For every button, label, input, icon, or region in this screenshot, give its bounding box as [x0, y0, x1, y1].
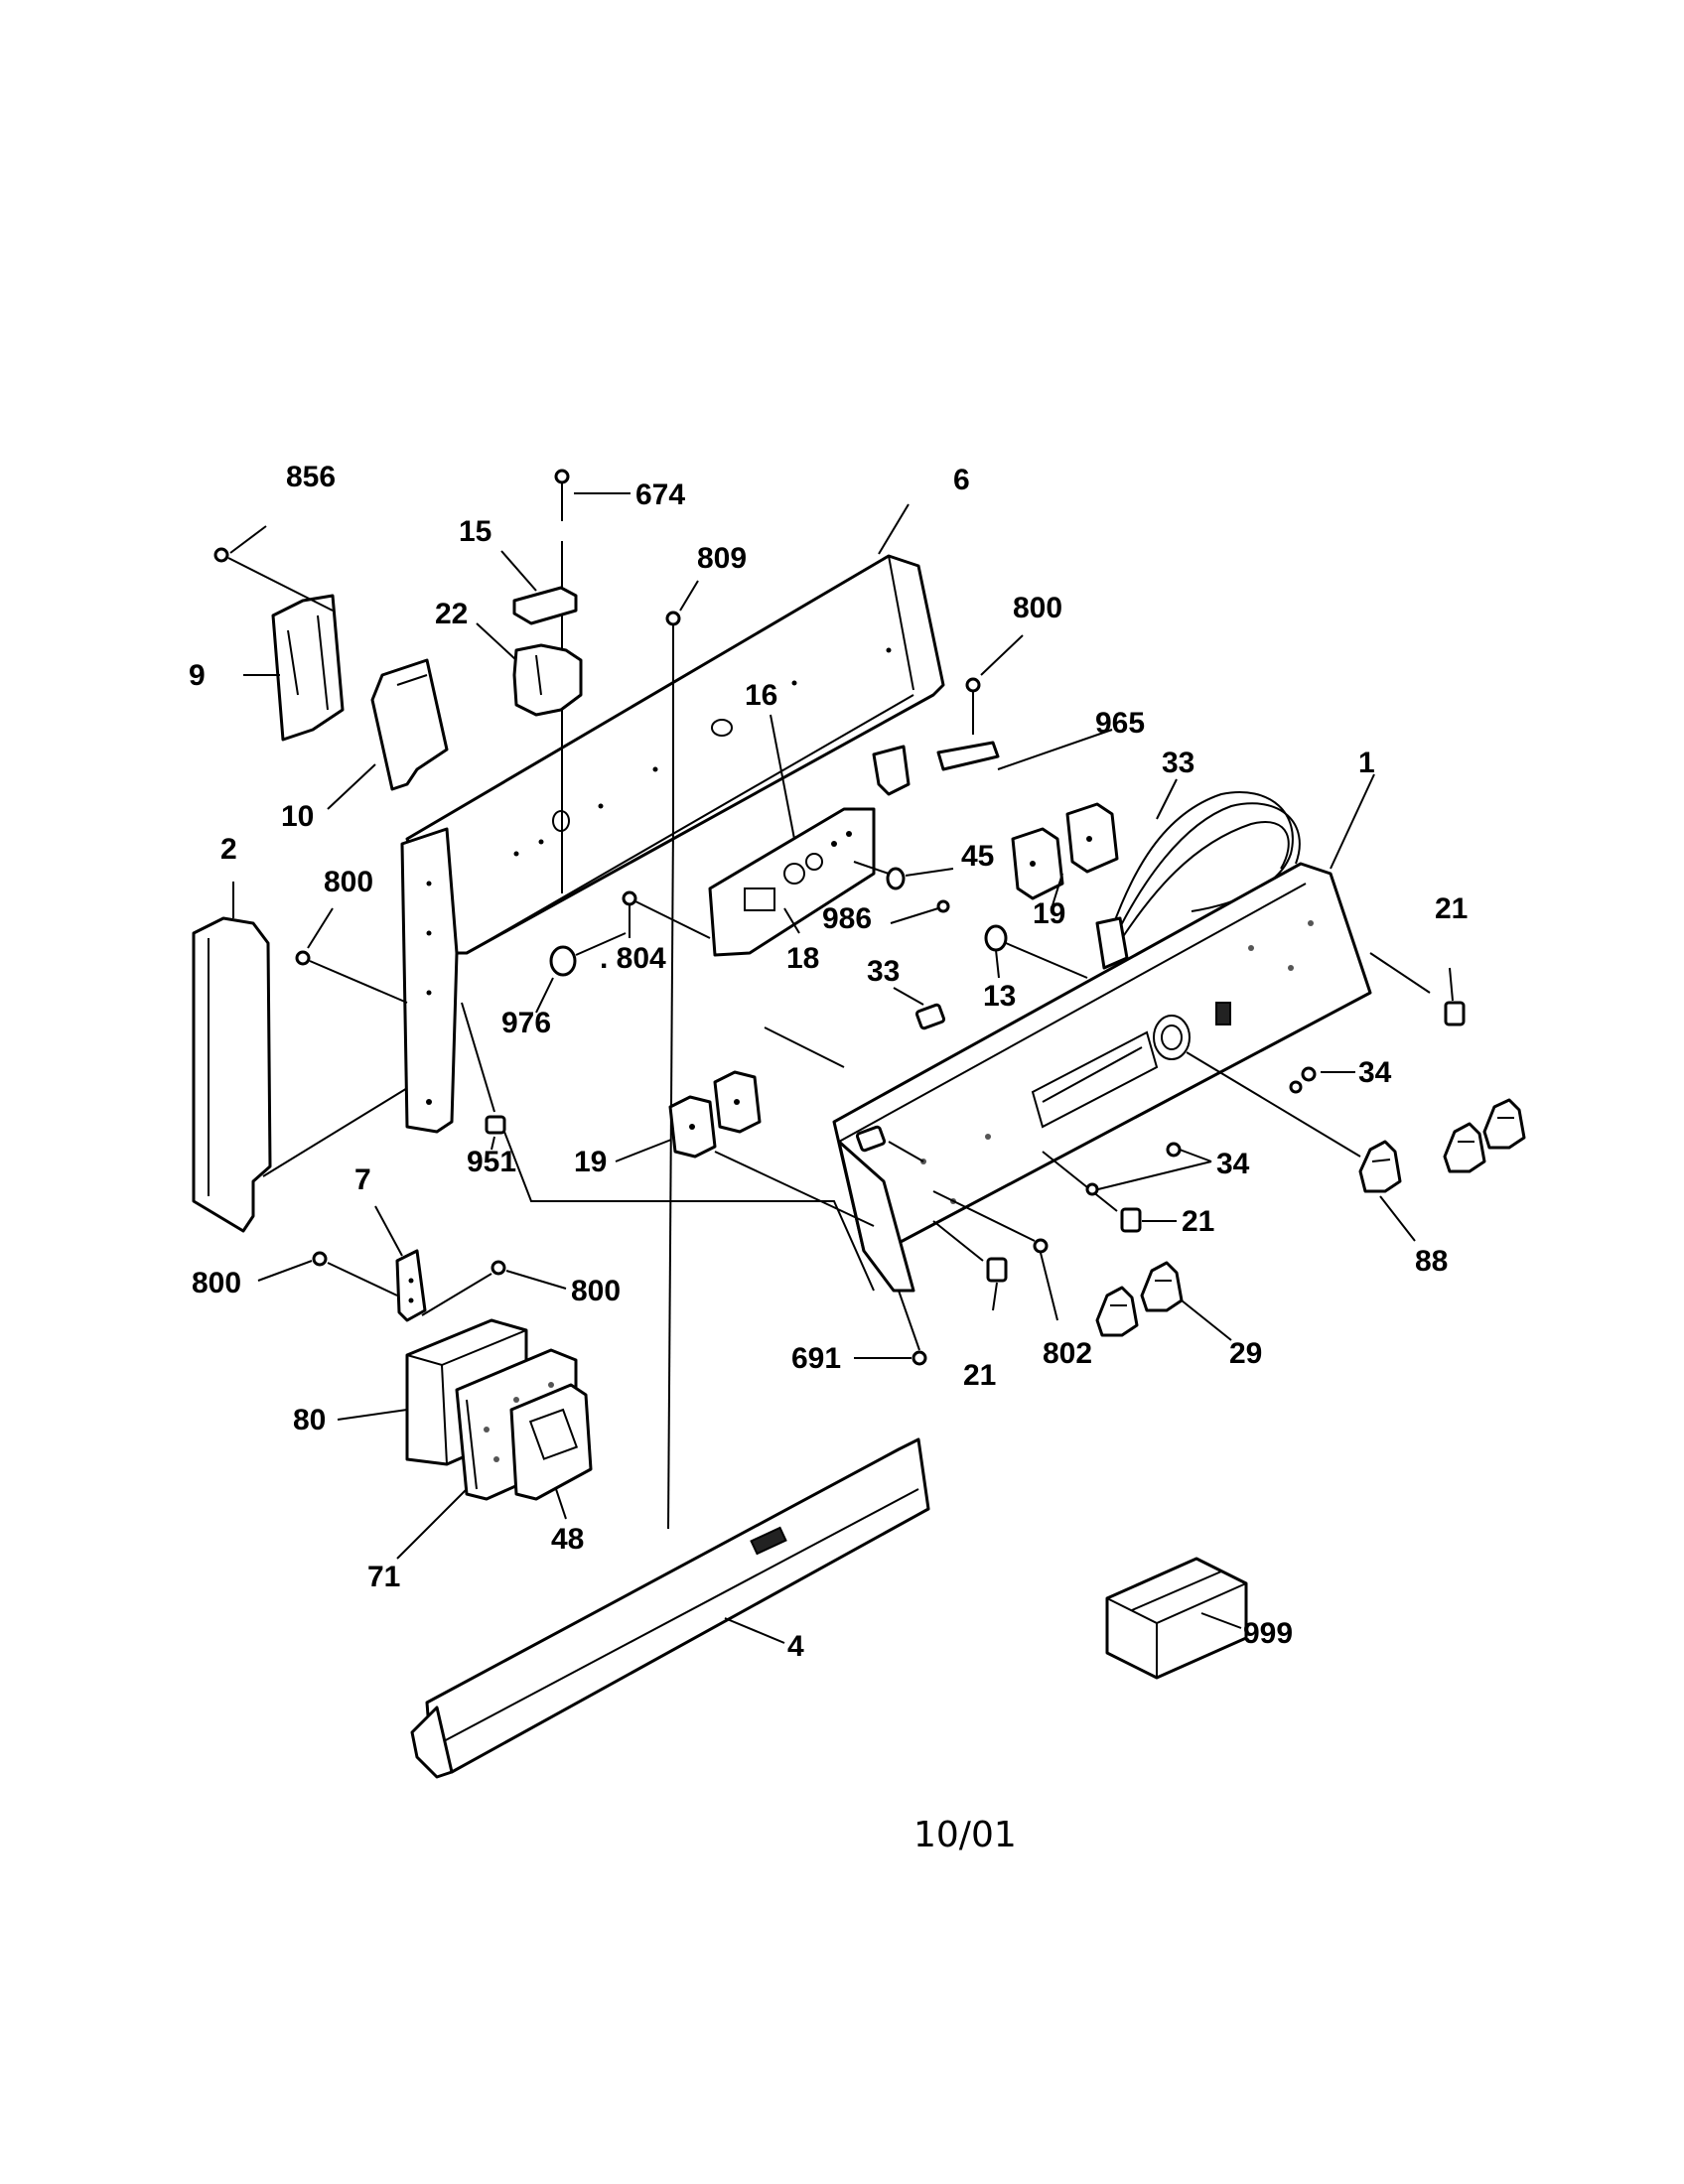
part-800-screw-top: [965, 634, 1024, 735]
part-965-plate: [872, 729, 1113, 796]
callout-9: 9: [189, 659, 206, 692]
callout-labels: 856 674 15 6 809 22 800 9 16 965 33 1 10…: [189, 461, 1468, 1663]
part-800-screw-lower-left: [257, 1251, 398, 1297]
callout-4: 4: [787, 1630, 804, 1663]
part-856-screw: [213, 525, 334, 612]
part-804-screw: [622, 890, 711, 939]
part-knobs-pair-right: [1443, 1098, 1526, 1173]
part-19-switch-lower: [615, 1070, 875, 1227]
callout-800-left: 800: [324, 866, 373, 898]
part-800-screw-lower-right: [421, 1260, 567, 1316]
part-6-rear-panel: [405, 503, 945, 955]
callout-34-upper: 34: [1358, 1056, 1392, 1089]
part-1-control-panel: [832, 773, 1375, 1293]
part-21-clip-middle: [1042, 1151, 1177, 1233]
part-13-knob-insert: [984, 924, 1088, 979]
callout-2: 2: [220, 833, 237, 866]
part-16-control-board: [708, 714, 876, 957]
part-691-screw: [854, 1290, 927, 1366]
callout-986: 986: [822, 902, 872, 935]
part-10-bracket: [327, 658, 449, 810]
revision-date: 10/01: [913, 1815, 1017, 1855]
callout-965: 965: [1095, 707, 1145, 740]
part-7-bracket: [374, 1205, 427, 1322]
panel-side-post: [400, 827, 459, 1134]
part-999-kit-box: [1105, 1557, 1248, 1680]
callout-80: 80: [293, 1404, 326, 1436]
callout-45: 45: [961, 840, 994, 873]
callout-88: 88: [1415, 1245, 1448, 1278]
part-48-frame: [509, 1383, 593, 1520]
callout-674: 674: [635, 478, 685, 511]
callout-22: 22: [435, 598, 468, 630]
callout-800-top: 800: [1013, 592, 1062, 624]
callout-800-lower-right: 800: [571, 1275, 621, 1307]
callout-800-lower-left: 800: [192, 1267, 241, 1299]
part-9-end-bracket: [243, 594, 345, 742]
callout-34-lower: 34: [1216, 1148, 1250, 1180]
callout-804: . 804: [600, 942, 666, 975]
callout-7: 7: [354, 1163, 371, 1196]
assembly-line-809: [667, 823, 674, 1530]
callout-16: 16: [745, 679, 777, 712]
part-21-clip-bottom: [932, 1220, 1008, 1311]
part-29-knobs: [1095, 1261, 1232, 1341]
callout-19-lower: 19: [574, 1146, 607, 1178]
part-88-knob: [1186, 1051, 1416, 1242]
callout-6: 6: [953, 464, 970, 496]
callout-19-upper: 19: [1033, 897, 1065, 930]
part-22-relay: [476, 622, 583, 717]
part-21-clip-right: [1369, 952, 1466, 1026]
callout-48: 48: [551, 1523, 584, 1556]
part-45-washer: [853, 861, 954, 890]
callout-18: 18: [786, 942, 819, 975]
part-34-springs: [1085, 1066, 1355, 1196]
callout-15: 15: [459, 515, 491, 548]
callout-999: 999: [1243, 1617, 1293, 1650]
callout-1: 1: [1358, 747, 1375, 779]
callout-809: 809: [697, 542, 747, 575]
callout-856: 856: [286, 461, 336, 493]
callout-21-bottom: 21: [963, 1359, 996, 1392]
part-33-connectors: [764, 987, 946, 1162]
callout-10: 10: [281, 800, 314, 833]
callout-691: 691: [791, 1342, 841, 1375]
part-800-screw-left: [295, 907, 408, 1004]
callout-802: 802: [1043, 1337, 1092, 1370]
callout-33-connectors: 33: [867, 955, 900, 988]
callout-71: 71: [367, 1561, 400, 1593]
callout-951: 951: [467, 1146, 516, 1178]
part-15-clip: [500, 550, 578, 625]
part-986-nut: [890, 899, 950, 924]
callout-21-middle: 21: [1182, 1205, 1214, 1238]
part-2-side-trim: [192, 882, 418, 1233]
part-802-screw: [932, 1190, 1058, 1321]
part-976-bushing: [535, 932, 627, 1014]
part-4-trim-strip: [410, 1437, 930, 1779]
callout-29: 29: [1229, 1337, 1262, 1370]
part-809-long-screw: [665, 580, 699, 824]
callout-976: 976: [501, 1007, 551, 1039]
callout-13: 13: [983, 980, 1016, 1013]
part-19-switch-upper: [1011, 802, 1119, 906]
callout-33-harness: 33: [1162, 747, 1194, 779]
part-951-clip: [461, 1002, 875, 1292]
callout-21-right: 21: [1435, 892, 1468, 925]
